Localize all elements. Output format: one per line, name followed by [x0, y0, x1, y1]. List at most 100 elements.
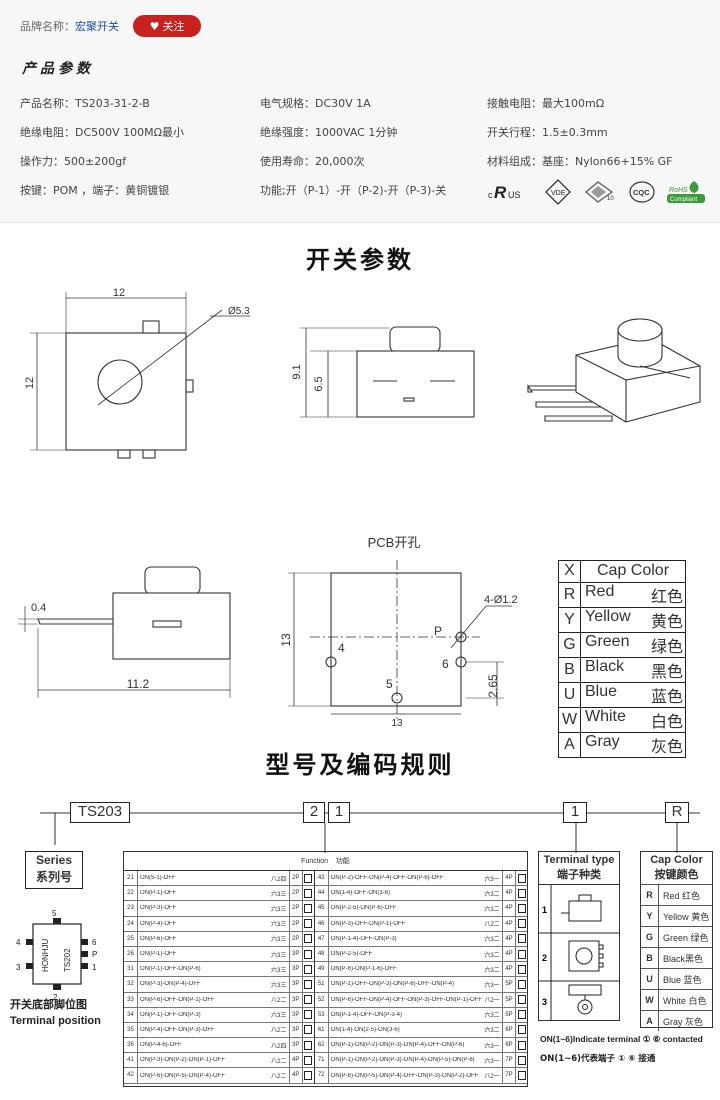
dim-pin-thickness: 0.4: [31, 602, 46, 614]
cap-color-name: Black黑色: [659, 952, 703, 965]
function-desc: ON(P-1)-OFF-ON(P-3)-ON(P-6)-OFF-ON(P-4): [330, 981, 455, 988]
function-pin: 4P: [502, 901, 515, 916]
terminal-type-label: Terminal type: [543, 854, 615, 866]
function-no: 43: [315, 871, 329, 886]
function-desc: ON(P-4)-OFF: [140, 920, 177, 927]
pcb-height-dim: 13: [279, 633, 293, 647]
function-cn: 八2四: [271, 876, 287, 883]
cap-color-label: Cap Color: [650, 854, 703, 866]
function-pin: 7P: [502, 1053, 515, 1068]
param-model: 产品名称：TS203-31-2-B: [20, 97, 150, 110]
follow-button[interactable]: ♥ 关注: [133, 15, 201, 37]
function-cn: 六3一: [484, 1058, 500, 1065]
series-label: Series: [35, 853, 73, 867]
cap-color-code: R: [641, 885, 659, 905]
cap-color-en: Blue: [663, 974, 682, 985]
function-desc: ON(P-1)-OFF-ON(P-3): [140, 1011, 201, 1018]
schematic-icon: [515, 886, 527, 901]
cap-color-code: B: [641, 948, 659, 968]
brand-name-link[interactable]: 宏聚开关: [75, 20, 119, 33]
function-desc: ON(P-3)-OFF-ON(P-1)-OFF: [330, 920, 406, 927]
cap-color-en: Black: [663, 953, 686, 964]
schematic-icon: [515, 962, 527, 977]
color-cn: 绿色: [650, 638, 683, 656]
function-desc: ON(P-3)-ON(P-2)-ON(P-1)-OFF: [140, 1057, 225, 1064]
schematic-icon: [301, 1022, 314, 1038]
function-pin: 4P: [502, 931, 515, 946]
function-cn: 六3二: [484, 967, 500, 974]
series-label-box: Series 系列号: [25, 851, 83, 889]
function-desc: ON(P-2-5)-OFF: [330, 951, 373, 958]
function-pin: 3P: [288, 992, 302, 1007]
cap-color-en: Gray: [663, 1016, 683, 1027]
function-pin: 4P: [502, 871, 515, 886]
function-cn: 六3一: [484, 876, 500, 883]
function-cn: 六3三: [271, 891, 287, 898]
schematic-icon: [515, 992, 527, 1007]
schematic-icon: [301, 992, 314, 1007]
function-no: 35: [124, 1022, 138, 1038]
param-contact-resistance: 接触电阻：最大100mΩ: [487, 97, 605, 110]
function-pin: 7P: [502, 1068, 515, 1083]
schematic-icon: [515, 1007, 527, 1022]
vde-logo-icon: VDE: [545, 179, 571, 205]
param-insulation: 绝缘电阻：DC500V 100MΩ最小: [20, 126, 185, 139]
fp-pin-3: 3: [16, 963, 21, 972]
function-cn: 六3一: [484, 982, 500, 989]
svg-text:VDE: VDE: [551, 190, 566, 197]
follow-label: 关注: [162, 20, 185, 33]
color-en: Yellow: [585, 607, 631, 625]
svg-text:Compliant: Compliant: [670, 197, 697, 203]
function-no: 26: [124, 946, 138, 962]
pcb-pin-p: P: [434, 624, 442, 638]
schematic-icon: [515, 977, 527, 992]
function-pin: 3P: [288, 946, 302, 962]
cap-color-label-cn: 按键颜色: [654, 869, 699, 881]
function-cn: 八2二: [484, 922, 500, 929]
function-desc: ON(P-1-4)-OFF-ON(P-3-4): [330, 1011, 403, 1018]
color-cn: 黑色: [650, 663, 683, 681]
function-cn: 六3三: [271, 1013, 287, 1020]
function-no: 45: [315, 901, 329, 916]
side-view-2-drawing: [18, 566, 231, 698]
cap-color-name: Gray 灰色: [659, 1015, 703, 1028]
color-cn: 灰色: [650, 738, 683, 756]
function-no: 61: [315, 1022, 329, 1038]
footprint-label: Terminal position: [10, 1015, 101, 1027]
function-no: 71: [315, 1053, 329, 1068]
pcb-pitch-dim: 2.65: [486, 674, 500, 698]
function-cn: 八2一: [484, 1074, 500, 1081]
function-table-header: Function 功能: [124, 852, 527, 871]
param-life: 使用寿命：20,000次: [260, 155, 365, 168]
function-pin: 2P: [288, 901, 302, 916]
function-cn: 六3三: [271, 967, 287, 974]
function-pin: 6P: [502, 1022, 515, 1038]
fp-pin-2: 2: [53, 993, 58, 1002]
code-color-box: R: [665, 802, 689, 823]
function-no: 72: [315, 1068, 329, 1083]
schematic-icon: [301, 931, 314, 946]
fp-pin-6: 6: [92, 938, 97, 947]
cap-color-name: Blue 蓝色: [659, 973, 702, 986]
function-cn: 八2二: [271, 998, 287, 1005]
function-pin: 4P: [288, 1053, 302, 1068]
function-pin: 5P: [502, 977, 515, 992]
